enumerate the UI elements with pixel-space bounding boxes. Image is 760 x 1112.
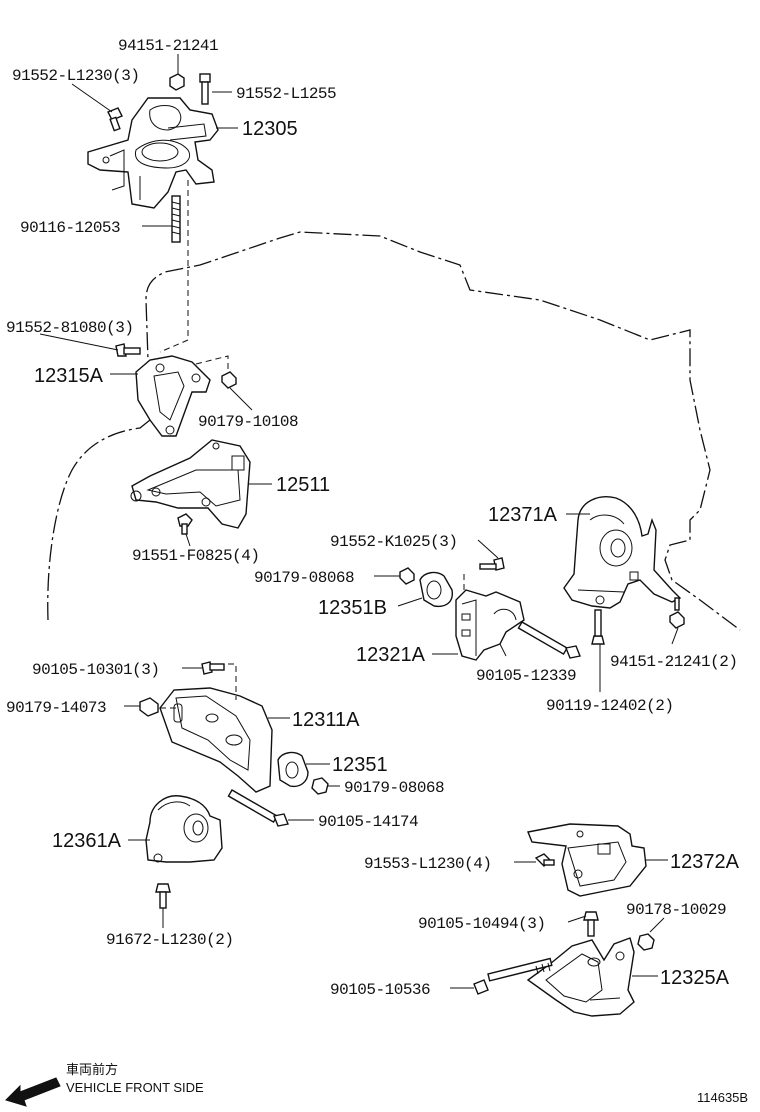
label-91553-L1230-4: 91553-L1230(4) <box>364 855 491 873</box>
leader-91552-81080 <box>39 333 119 351</box>
front-arrow-icon <box>5 1077 61 1107</box>
nut-90179-14073[interactable] <box>139 697 159 717</box>
label-90179-14073: 90179-14073 <box>6 699 106 717</box>
legend-en: VEHICLE FRONT SIDE <box>66 1080 204 1095</box>
part-12511-bracket[interactable] <box>130 439 251 529</box>
part-12311A-bracket[interactable] <box>159 687 273 793</box>
label-12351B: 12351B <box>318 597 387 619</box>
label-90119-12402-2: 90119-12402(2) <box>546 697 673 715</box>
part-12315A-bracket[interactable] <box>135 355 211 437</box>
bolt-91551-F0825[interactable] <box>177 513 193 535</box>
label-91552-81080-3: 91552-81080(3) <box>6 319 133 337</box>
figure-id: 114635B <box>697 1090 748 1105</box>
dash-12311A-top <box>228 663 237 700</box>
bolt-90105-10494[interactable] <box>583 911 599 937</box>
bolt-91552-L1230[interactable] <box>107 107 123 132</box>
label-90179-08068-b: 90179-08068 <box>344 779 444 797</box>
label-12511: 12511 <box>276 474 330 496</box>
leader-90179-10108 <box>229 387 253 411</box>
part-12351-bushing[interactable] <box>277 751 309 788</box>
bolt-90105-14174[interactable] <box>227 789 289 827</box>
nut-94151-21241[interactable] <box>169 73 185 91</box>
leader-94151-21241-2 <box>671 627 679 645</box>
bolt-91552-L1255[interactable] <box>199 73 211 105</box>
stud-90116-12053[interactable] <box>171 195 181 243</box>
engine-body-outline <box>47 231 741 631</box>
label-90105-12339: 90105-12339 <box>476 667 576 685</box>
label-90179-10108: 90179-10108 <box>198 413 298 431</box>
label-12372A: 12372A <box>670 851 740 873</box>
part-12361A-mount[interactable] <box>145 795 223 863</box>
part-12351B-bushing[interactable] <box>419 571 453 608</box>
label-12311A: 12311A <box>292 709 360 731</box>
leader-91552-L1230 <box>71 83 113 113</box>
label-12371A: 12371A <box>488 504 558 526</box>
part-12325A-bracket[interactable] <box>526 937 635 1017</box>
label-90178-10029: 90178-10029 <box>626 901 726 919</box>
label-91552-K1025-3: 91552-K1025(3) <box>330 533 457 551</box>
leader-91552-K1025 <box>477 539 499 559</box>
label-12305: 12305 <box>242 118 298 140</box>
label-94151-21241-2: 94151-21241(2) <box>610 653 737 671</box>
nut-94151-21241-2[interactable] <box>669 597 685 629</box>
dash-12305-down <box>159 180 189 353</box>
bolt-91553-L1230[interactable] <box>534 853 555 867</box>
nut-90178-10029[interactable] <box>637 933 655 951</box>
label-12351: 12351 <box>332 754 388 776</box>
part-12372A-mount[interactable] <box>527 823 647 897</box>
leader-90105-10494 <box>567 915 587 923</box>
leader-12351B <box>397 597 423 607</box>
nut-90179-08068-b[interactable] <box>311 777 329 795</box>
label-90105-10494-3: 90105-10494(3) <box>418 915 545 933</box>
leader-90178-10029 <box>649 917 665 933</box>
label-90105-14174: 90105-14174 <box>318 813 418 831</box>
bolt-90119-12402[interactable] <box>591 609 605 645</box>
label-91552-L1255: 91552-L1255 <box>236 85 336 103</box>
label-12325A: 12325A <box>660 967 730 989</box>
label-12361A: 12361A <box>52 830 122 852</box>
leader-91551-F0825 <box>185 533 191 547</box>
front-direction-legend: 車両前方 VEHICLE FRONT SIDE <box>5 1062 204 1107</box>
label-90116-12053: 90116-12053 <box>20 219 120 237</box>
bolt-90105-10536[interactable] <box>473 957 553 995</box>
bolt-91552-K1025[interactable] <box>479 557 505 571</box>
label-91552-L1230-3: 91552-L1230(3) <box>12 67 139 85</box>
dash-12315A <box>195 355 229 372</box>
label-91672-L1230-2: 91672-L1230(2) <box>106 931 233 949</box>
nut-90179-08068-a[interactable] <box>399 567 415 585</box>
nut-90179-10108[interactable] <box>221 371 237 389</box>
label-91551-F0825-4: 91551-F0825(4) <box>132 547 259 565</box>
label-90105-10536: 90105-10536 <box>330 981 430 999</box>
label-90179-08068-a: 90179-08068 <box>254 569 354 587</box>
bolt-91672-L1230[interactable] <box>155 883 171 909</box>
bolt-90105-10301[interactable] <box>201 661 225 675</box>
label-12321A: 12321A <box>356 644 426 666</box>
label-90105-10301-3: 90105-10301(3) <box>32 661 159 679</box>
bolt-91552-81080[interactable] <box>115 343 141 357</box>
leader-90105-12339 <box>499 643 507 657</box>
bolt-90105-12339[interactable] <box>517 621 581 659</box>
part-12371A-mount[interactable] <box>563 496 682 609</box>
label-12315A: 12315A <box>34 365 104 387</box>
label-94151-21241: 94151-21241 <box>118 37 218 55</box>
part-12305-mount[interactable] <box>87 97 219 209</box>
legend-jp: 車両前方 <box>66 1062 118 1077</box>
part-12321A-bracket[interactable] <box>455 589 525 661</box>
